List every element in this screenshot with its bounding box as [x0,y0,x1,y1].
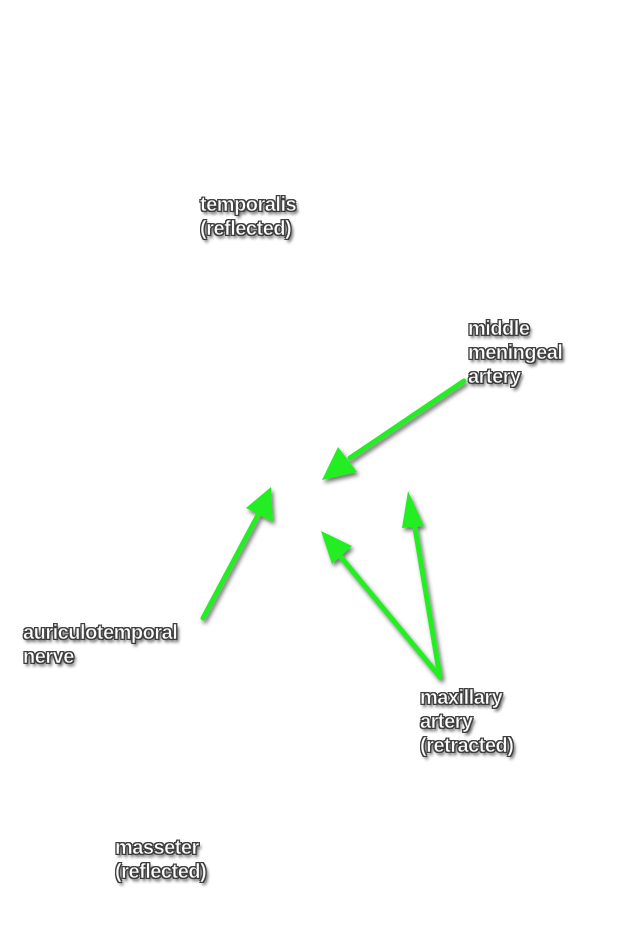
label-masseter: masseter (reflected) [115,836,207,884]
label-line: (reflected) [200,218,292,241]
label-line: middle [468,318,531,341]
label-line: (retracted) [420,735,515,758]
label-line: nerve [23,646,75,669]
auriculotemporal-arrow [200,487,273,621]
maxillary-arrow-up [402,491,443,680]
middle-meningeal-arrow [322,378,467,480]
label-line: (reflected) [115,861,207,884]
label-auriculotemporal-nerve: auriculotemporal nerve [23,621,178,669]
label-middle-meningeal-artery: middle meningeal artery [468,317,564,389]
label-line: artery [468,366,522,389]
label-maxillary-artery: maxillary artery (retracted) [420,686,515,758]
label-line: temporalis [200,194,297,217]
label-temporalis: temporalis (reflected) [200,193,297,241]
label-line: masseter [115,837,200,860]
label-line: artery [420,711,474,734]
maxillary-arrow-left [321,531,443,680]
label-line: auriculotemporal [23,622,178,645]
label-line: maxillary [420,687,503,710]
label-line: meningeal [468,342,564,365]
